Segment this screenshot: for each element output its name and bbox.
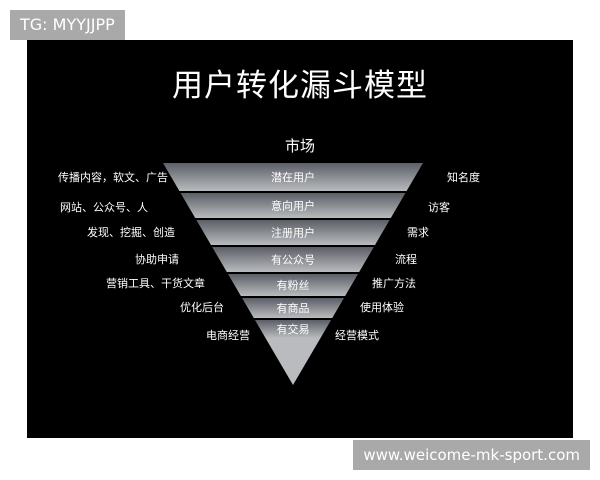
left-action-label: 发现、挖掘、创造 [87,226,175,239]
left-action-label: 协助申请 [135,253,179,266]
funnel-stage-label: 注册用户 [271,226,315,240]
right-metric-label: 使用体验 [360,301,404,314]
right-metric-label: 推广方法 [372,277,416,290]
page-title: 用户转化漏斗模型 [172,68,428,104]
right-metric-label: 流程 [395,253,417,266]
funnel-stage-label: 有粉丝 [277,278,310,292]
funnel-stage-label: 有交易 [277,322,310,336]
funnel-stage-label: 潜在用户 [271,170,315,184]
tg-tag: TG: MYYJJPP [10,10,125,40]
funnel-band [254,320,332,338]
watermark: www.weicome-mk-sport.com [353,440,590,470]
right-metric-label: 访客 [428,201,450,214]
left-action-label: 优化后台 [180,301,224,314]
right-metric-label: 需求 [407,226,429,239]
left-action-label: 传播内容，软文、广告 [58,171,168,184]
left-action-label: 营销工具、干货文章 [106,277,205,290]
left-action-label: 电商经营 [206,329,250,342]
funnel-stage-label: 有商品 [277,301,310,315]
funnel-stage-label: 有公众号 [271,253,315,267]
funnel-band [242,298,344,318]
right-metric-label: 知名度 [447,171,480,184]
funnel-panel: 用户转化漏斗模型 市场 潜在用户意向用户注册用户有公众号有粉丝有商品有交易 传播… [27,40,573,438]
funnel-band [212,247,374,272]
funnel-tip [265,338,321,385]
funnel-band [228,274,358,296]
market-label: 市场 [284,137,315,155]
funnel-stage-label: 意向用户 [271,199,315,213]
left-action-label: 网站、公众号、人 [60,201,148,214]
funnel-band [196,220,390,245]
funnel-band [163,163,423,191]
right-metric-label: 经营模式 [335,329,379,342]
funnel-band [180,193,406,218]
